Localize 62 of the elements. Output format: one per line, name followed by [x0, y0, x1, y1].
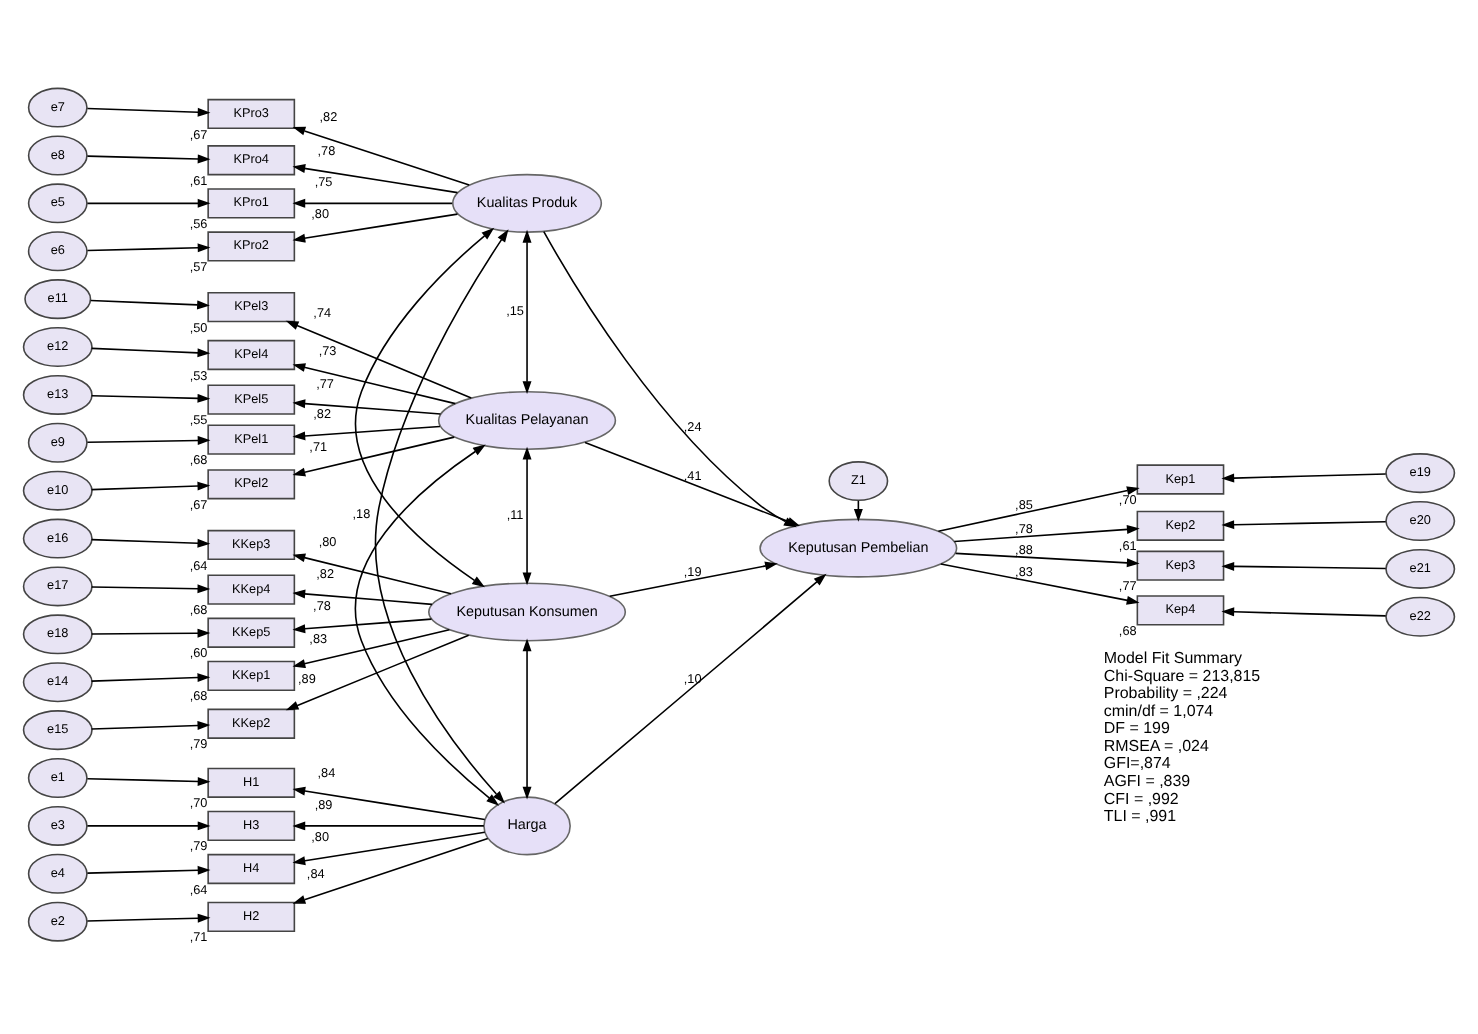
label: GFI=,874: [1103, 754, 1171, 773]
label: CFI = ,992: [1103, 789, 1179, 808]
arrow: [90, 347, 211, 358]
arrow: [285, 320, 473, 399]
arrow: [522, 229, 532, 395]
arrow: [86, 821, 211, 831]
arrow: [292, 399, 442, 415]
arrow: [90, 481, 211, 491]
arrow: [1221, 561, 1387, 571]
arrow: [90, 721, 211, 730]
arrow: [292, 831, 486, 866]
arrow: [953, 524, 1140, 543]
arrow: [86, 243, 211, 253]
arrow: [954, 552, 1140, 568]
arrow: [292, 837, 489, 904]
arrow: [86, 777, 211, 786]
arrow: [90, 673, 211, 683]
arrow: [354, 227, 495, 588]
arrow: [292, 425, 441, 441]
arrow: [90, 299, 210, 310]
arrow: [86, 913, 211, 923]
arrow: [86, 198, 211, 208]
arrow: [374, 229, 509, 804]
arrow: [90, 393, 211, 403]
arrow: [292, 821, 485, 831]
arrow: [608, 561, 778, 597]
arrow: [90, 584, 211, 594]
arrow: [292, 363, 457, 405]
label: Model Fit Summary: [1103, 649, 1242, 668]
arrow: [292, 213, 459, 243]
arrow: [285, 634, 470, 711]
arrow: [292, 126, 470, 186]
arrow: [86, 154, 211, 164]
arrow: [292, 589, 433, 606]
label: Probability = ,224: [1103, 684, 1228, 703]
arrow: [522, 446, 532, 586]
label: cmin/df = 1,074: [1103, 701, 1214, 720]
arrow: [292, 618, 433, 634]
arrow: [292, 553, 452, 595]
arrow: [1221, 520, 1387, 530]
arrow: [354, 444, 500, 806]
label: TLI = ,991: [1103, 807, 1177, 826]
arrow: [554, 573, 827, 805]
label: AGFI = ,839: [1103, 771, 1191, 790]
arrow: [90, 538, 211, 548]
arrow: [292, 629, 451, 668]
arrow: [1221, 473, 1387, 483]
label: RMSEA = ,024: [1103, 736, 1209, 755]
arrow: [86, 865, 211, 875]
label: Chi-Square = 213,815: [1103, 666, 1261, 685]
arrow: [292, 436, 456, 477]
arrow: [522, 638, 532, 800]
arrow: [1221, 607, 1387, 617]
arrow: [940, 563, 1140, 605]
arrow: [86, 436, 211, 445]
arrow: [292, 164, 459, 194]
arrow: [292, 786, 486, 821]
arrow: [937, 486, 1140, 533]
arrow: [86, 107, 211, 117]
arrow: [292, 198, 453, 208]
label: DF = 199: [1103, 719, 1170, 738]
arrow: [90, 628, 211, 638]
